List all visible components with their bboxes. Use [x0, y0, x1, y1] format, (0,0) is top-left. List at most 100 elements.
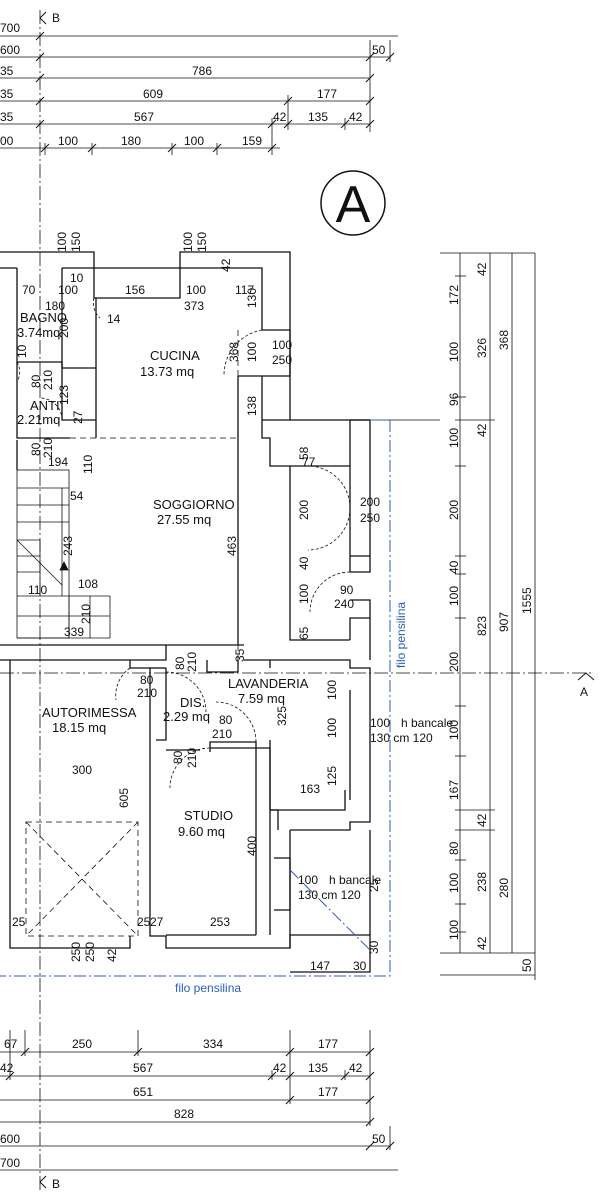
dimension-label: 200: [447, 652, 461, 672]
dimension-label: 210: [79, 604, 93, 624]
dimension-label: 194: [48, 455, 68, 469]
dimension-label: 651: [133, 1085, 153, 1099]
dimension-label: 828: [174, 1107, 194, 1121]
dimension-label: 100: [447, 920, 461, 940]
dimension-label: 250: [72, 1037, 92, 1051]
room-soggiorno-name: SOGGIORNO: [153, 497, 235, 512]
dimension-label: 210: [41, 370, 55, 390]
dimension-label: 80: [219, 713, 233, 727]
dimension-label: 35: [0, 64, 14, 78]
dimension-label: 35: [0, 110, 14, 124]
dimension-label: 240: [334, 597, 354, 611]
dimension-label: 80: [173, 656, 187, 670]
dimension-label: 326: [475, 338, 489, 358]
plan-letter-badge: A: [320, 170, 386, 236]
dimension-label: 42: [219, 258, 233, 272]
window-notes: 100 h bancale 130 cm 120 100 h bancale 1…: [298, 716, 453, 902]
room-bagno-area: 3.74mq: [17, 325, 60, 340]
dimension-label: 100: [370, 716, 390, 730]
room-cucina-name: CUCINA: [150, 348, 200, 363]
dimension-label: 156: [125, 283, 145, 297]
dimension-label: 130 cm 120: [370, 731, 433, 745]
dimension-label: 35: [0, 87, 14, 101]
room-bagno-name: BAGNO: [20, 310, 67, 325]
dimension-label: 138: [245, 396, 259, 416]
dimension-label: 125: [325, 766, 339, 786]
dimension-label: 567: [133, 1061, 153, 1075]
dimension-label: h bancale: [401, 716, 453, 730]
dimension-label: 373: [184, 299, 204, 313]
dimension-label: 150: [69, 232, 83, 252]
dimension-label: 25: [12, 915, 26, 929]
dimension-label: 177: [318, 1085, 338, 1099]
dimension-label: 100: [58, 134, 78, 148]
dimension-label: 67: [4, 1037, 18, 1051]
dimension-label: 50: [372, 43, 386, 57]
door-swings: [16, 297, 351, 789]
section-marker-right: A: [580, 685, 588, 699]
dimension-label: 163: [300, 782, 320, 796]
dimension-label: 27: [150, 915, 164, 929]
room-lavanderia-name: LAVANDERIA: [228, 676, 309, 691]
dimension-label: 117: [235, 283, 254, 297]
bottom-dimension-ticks: [5, 1047, 395, 1151]
dimension-label: 80: [29, 374, 43, 388]
dimension-label: 150: [195, 232, 209, 252]
dimension-label: 100: [245, 342, 259, 362]
dimension-label: 200: [447, 500, 461, 520]
section-marker-bottom: B: [52, 1177, 60, 1191]
room-labels: BAGNO 3.74mq ANTI 2.21mq CUCINA 13.73 mq…: [17, 310, 309, 839]
walls: [0, 251, 371, 973]
dimension-label: 25: [137, 915, 151, 929]
dimension-label: 210: [212, 727, 232, 741]
dimension-label: 823: [475, 616, 489, 636]
dimension-label: 172: [447, 285, 461, 305]
dimension-label: 100: [447, 428, 461, 448]
dimension-label: 70: [22, 283, 36, 297]
dimension-label: 135: [308, 110, 328, 124]
dimension-label: 280: [497, 878, 511, 898]
room-cucina-area: 13.73 mq: [140, 364, 194, 379]
dimension-label: 250: [360, 511, 380, 525]
dimension-label: 42: [105, 948, 119, 962]
dimension-label: 80: [171, 750, 185, 764]
room-anti-name: ANTI: [30, 398, 60, 413]
dimension-label: 368: [227, 342, 241, 362]
dimension-label: 130 cm 120: [298, 888, 361, 902]
dimension-label: 14: [107, 312, 121, 326]
room-autorimessa-name: AUTORIMESSA: [42, 705, 137, 720]
dimension-label: 200: [57, 318, 71, 338]
dimension-label: h bancale: [329, 873, 381, 887]
dimension-label: 600: [0, 1132, 20, 1146]
dimension-label: 100: [447, 586, 461, 606]
dimension-label: 786: [192, 64, 212, 78]
dimension-label: 108: [78, 577, 98, 591]
dimension-label: 177: [318, 1037, 338, 1051]
dimension-label: 123: [57, 385, 71, 405]
dimension-label: 100: [447, 720, 461, 740]
dimension-label: 27: [71, 410, 85, 424]
dimension-label: 100: [447, 873, 461, 893]
bottom-dimension-lines: [0, 1030, 398, 1171]
dimension-label: 42: [349, 110, 363, 124]
dimension-label: 334: [203, 1037, 223, 1051]
dimension-label: 42: [349, 1061, 363, 1075]
dimension-label: 42: [0, 1061, 14, 1075]
dimension-label: 147: [310, 959, 330, 973]
dimension-label: 210: [185, 748, 199, 768]
dimension-label: 80: [29, 442, 43, 456]
dimension-label: 243: [61, 536, 75, 556]
section-line-a: [0, 672, 595, 681]
dimension-label: 100: [272, 338, 292, 352]
dimension-label: 100: [325, 680, 339, 700]
dimension-label: 96: [447, 392, 461, 406]
dimension-label: 100: [58, 283, 78, 297]
dimension-label: 1555: [520, 587, 534, 614]
top-dimension-labels: 700 600 50 35 786 35 609 177 35 567 42 1…: [0, 21, 386, 148]
dimension-label: 42: [475, 423, 489, 437]
room-lavanderia-area: 7.59 mq: [238, 691, 285, 706]
dimension-label: 605: [117, 788, 131, 808]
dimension-label: 250: [83, 942, 97, 962]
dimension-label: 300: [72, 763, 92, 777]
